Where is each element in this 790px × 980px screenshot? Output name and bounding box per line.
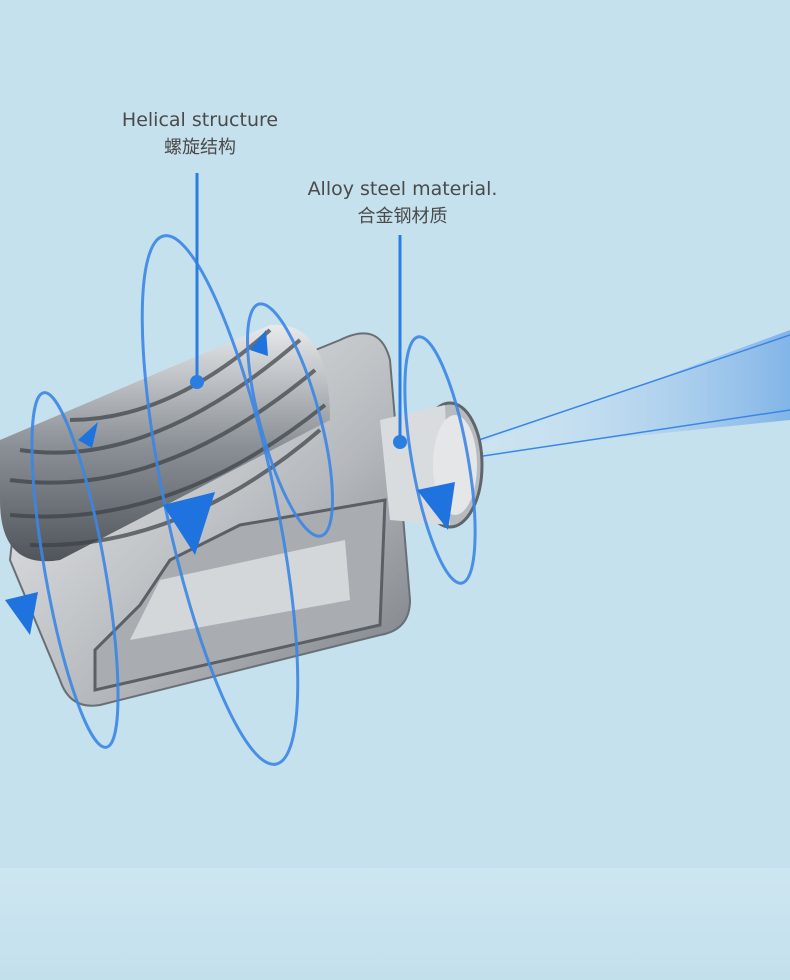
annotation-en: Helical structure [121, 109, 279, 131]
leader-dot-alloy [393, 435, 407, 449]
annotation-helical-structure: Helical structure 螺旋结构 [110, 106, 290, 162]
arrow-down-icon [417, 482, 455, 530]
annotation-cn: 合金钢材质 [357, 206, 448, 227]
rotation-guides [30, 234, 477, 766]
arrow-down-icon [5, 592, 38, 635]
annotation-en: Alloy steel material. [307, 178, 498, 200]
annotation-cn: 螺旋结构 [164, 137, 236, 158]
steel-part [0, 324, 484, 707]
floor-band [0, 868, 790, 980]
arrow-up-icon [78, 422, 98, 448]
arrow-down-icon [163, 492, 215, 555]
arrow-up-icon [250, 330, 268, 356]
leader-dot-helical [190, 375, 204, 389]
annotation-alloy-steel: Alloy steel material. 合金钢材质 [300, 175, 505, 231]
